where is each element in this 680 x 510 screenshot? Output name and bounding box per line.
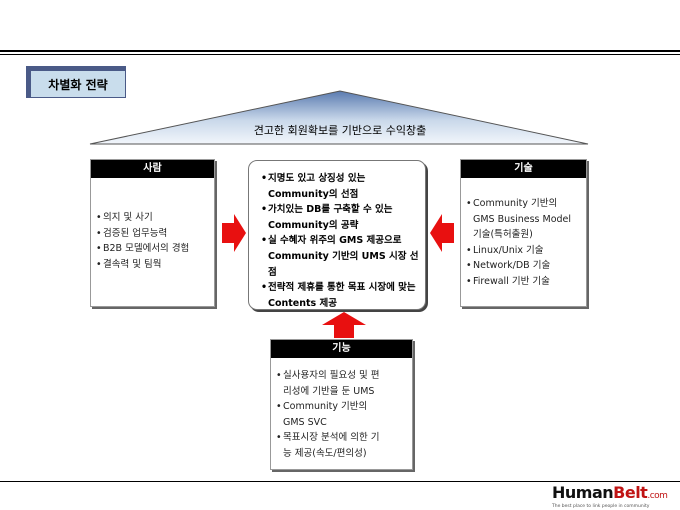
logo-part3: .com	[647, 491, 668, 501]
arrow-up-icon	[322, 312, 366, 338]
list-item: 실 수혜자 위주의 GMS 제공으로 Community 기반의 UMS 시장 …	[257, 233, 419, 280]
logo-part2: Belt	[613, 483, 648, 502]
list-item: 목표시장 분석에 의한 기능 제공(속도/편의성)	[271, 430, 388, 461]
list-item: 검증된 업무능력	[91, 226, 214, 242]
list-item: 전략적 제휴를 통한 목표 시장에 맞는 Contents 제공	[257, 280, 419, 311]
list-item: 가치있는 DB를 구축할 수 있는 Community의 공략	[257, 202, 419, 233]
roof-shape	[89, 90, 589, 145]
list-item: B2B 모델에서의 경험	[91, 241, 214, 257]
center-strategy-box: 지명도 있고 상징성 있는 Community의 선점 가치있는 DB를 구축할…	[248, 160, 426, 310]
list-item: Community 기반의 GMS SVC	[271, 399, 388, 430]
top-rule-thin	[0, 54, 680, 55]
list-item: 의지 및 사기	[91, 210, 214, 226]
list-item: 지명도 있고 상징성 있는 Community의 선점	[257, 171, 419, 202]
list-item: Network/DB 기술	[461, 258, 576, 274]
left-panel-header: 사람	[91, 160, 214, 178]
logo-part1: Human	[552, 483, 614, 502]
list-item: 결속력 및 팀웍	[91, 257, 214, 273]
bottom-panel-function: 기능 실사용자의 필요성 및 편리성에 기반을 둔 UMS Community …	[270, 339, 413, 470]
list-item: Linux/Unix 기술	[461, 243, 576, 259]
title-badge: 차별화 전략	[26, 66, 130, 102]
page-title: 차별화 전략	[30, 70, 126, 98]
list-item: Firewall 기반 기술	[461, 274, 576, 290]
right-panel-header: 기술	[461, 160, 586, 178]
bottom-rule	[0, 481, 680, 482]
list-item: 실사용자의 필요성 및 편리성에 기반을 둔 UMS	[271, 368, 388, 399]
humanbelt-logo: HumanBelt.com The best place to link peo…	[552, 484, 680, 510]
left-panel-people: 사람 의지 및 사기 검증된 업무능력 B2B 모델에서의 경험 결속력 및 팀…	[90, 159, 215, 307]
arrow-right-icon	[222, 214, 246, 252]
list-item: Community 기반의 GMS Business Model 기술(특허출원…	[461, 196, 576, 243]
top-rule-thick	[0, 50, 680, 52]
bottom-panel-header: 기능	[271, 340, 412, 358]
roof-label: 견고한 회원확보를 기반으로 수익창출	[253, 124, 427, 137]
right-panel-technology: 기술 Community 기반의 GMS Business Model 기술(특…	[460, 159, 587, 307]
arrow-left-icon	[430, 214, 454, 252]
logo-tagline: The best place to link people in communi…	[552, 504, 650, 509]
